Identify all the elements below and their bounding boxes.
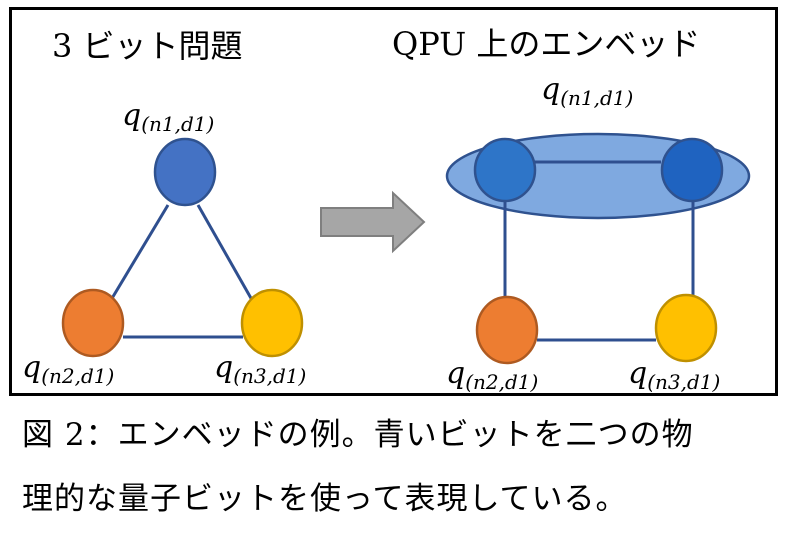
left-label-n3: q(n3,d1) <box>214 350 306 388</box>
right-arrow-icon <box>320 190 426 254</box>
right-node-n1b <box>660 137 724 203</box>
figure-frame <box>9 7 778 396</box>
right-label-n2: q(n2,d1) <box>446 356 538 394</box>
caption-line-2: 理的な量子ビットを使って表現している。 <box>22 481 628 517</box>
left-node-n3 <box>240 288 304 358</box>
embedding-diagram: 3 ビット問題 q(n1,d1) q(n2,d1) q(n3,d1) QPU 上… <box>22 25 751 394</box>
right-label-n3: q(n3,d1) <box>628 356 720 394</box>
right-node-n2 <box>475 295 539 365</box>
right-node-n1a <box>473 137 537 203</box>
caption-line-1: 図 2：エンベッドの例。青いビットを二つの物 <box>22 417 694 453</box>
right-node-n3 <box>654 293 718 363</box>
right-panel-title: QPU 上のエンベッド <box>392 25 700 63</box>
left-node-n2 <box>61 288 125 358</box>
left-label-n1: q(n1,d1) <box>122 98 214 136</box>
left-label-n2: q(n2,d1) <box>22 350 114 388</box>
left-panel-title: 3 ビット問題 <box>52 27 243 65</box>
edge-n1-n2 <box>109 204 170 301</box>
left-node-n1 <box>153 137 217 207</box>
edge-n1-n3 <box>196 204 254 301</box>
chain-label-n1: q(n1,d1) <box>541 72 633 110</box>
